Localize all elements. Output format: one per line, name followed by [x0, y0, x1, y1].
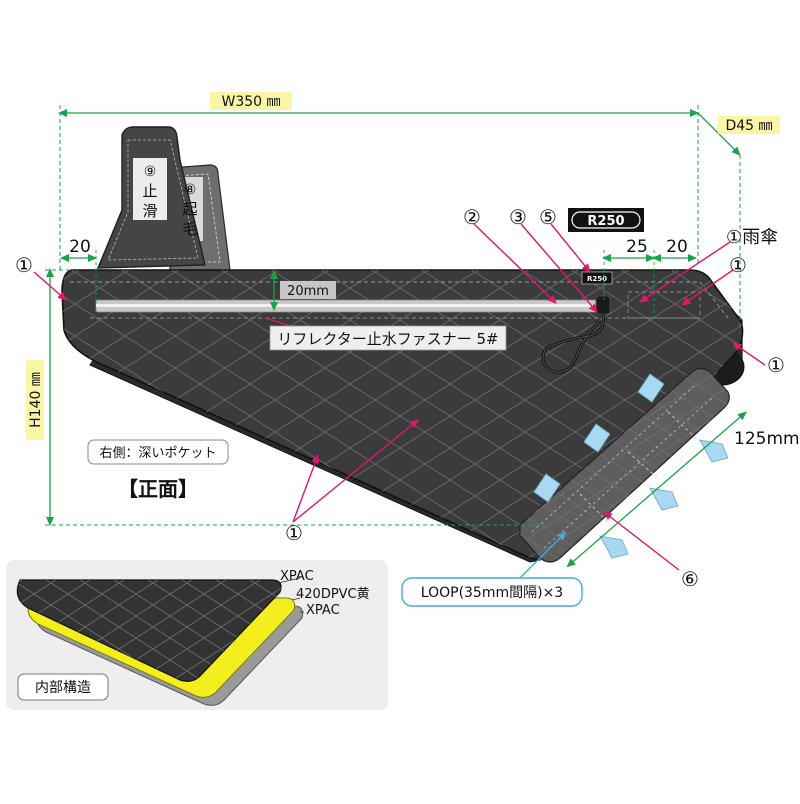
callout-6: ⑥	[681, 567, 699, 591]
inner-structure-label: 内部構造	[17, 673, 109, 701]
dimension-lines	[45, 105, 747, 568]
brand-logo: R250	[568, 208, 644, 232]
svg-text:20mm: 20mm	[287, 284, 329, 299]
brand-tag-small: R250	[581, 271, 613, 285]
callout-2: ②	[463, 205, 481, 229]
svg-text:W350 ㎜: W350 ㎜	[221, 94, 280, 110]
zipper-label: リフレクター止水ファスナー 5#	[269, 325, 507, 351]
layer-label-pvc: 420DPVC黄	[296, 587, 370, 602]
dimension-label-height: H140 ㎜	[26, 360, 44, 440]
tab9-char-1: 止	[142, 182, 157, 200]
dimension-label-depth: D45 ㎜	[718, 116, 780, 134]
callout-arrows	[33, 223, 766, 571]
svg-text:右側：深いポケット: 右側：深いポケット	[99, 446, 216, 461]
dimension-label-loop-length: 125mm	[734, 429, 800, 449]
svg-text:リフレクター止水ファスナー 5#: リフレクター止水ファスナー 5#	[277, 330, 498, 348]
callout-1-bottom: ①	[285, 521, 303, 545]
callout-3: ③	[509, 205, 527, 229]
layer-label-xpac-inner: XPAC	[306, 603, 340, 618]
layer-label-xpac-outer: XPAC	[280, 569, 314, 584]
svg-text:内部構造: 内部構造	[35, 680, 91, 696]
callout-1-left: ①	[15, 253, 33, 277]
tab8-char-2: 毛	[182, 220, 197, 238]
svg-text:R250: R250	[587, 214, 624, 229]
loop-label: LOOP(35mm間隔)×3	[401, 577, 583, 607]
reflector-zipper	[95, 299, 605, 313]
inner-structure-panel	[6, 560, 388, 710]
right-pocket-label: 右側：深いポケット	[87, 439, 229, 465]
callout-1-umbrella: ①雨傘	[726, 227, 778, 248]
dimension-label-20-left: 20	[69, 237, 91, 257]
svg-text:H140 ㎜: H140 ㎜	[28, 372, 44, 428]
svg-text:D45 ㎜: D45 ㎜	[725, 118, 772, 134]
dimension-label-zipper-height: 20mm	[280, 281, 336, 299]
loop-label-arrow	[519, 531, 567, 579]
tab-9-nonslip	[96, 126, 206, 269]
tab9-number: ⑨	[144, 164, 157, 180]
callout-1-right: ①	[729, 253, 747, 277]
dimension-label-25-right: 25	[626, 237, 648, 257]
tab9-char-2: 滑	[142, 202, 157, 220]
svg-text:R250: R250	[587, 275, 607, 283]
callout-5: ⑤	[539, 205, 557, 229]
svg-text:LOOP(35mm間隔)×3: LOOP(35mm間隔)×3	[421, 585, 563, 601]
dimension-label-20-right: 20	[666, 237, 688, 257]
dimension-label-width: W350 ㎜	[210, 92, 292, 110]
front-view-label: 【正面】	[118, 477, 198, 501]
callout-1-end: ①	[767, 353, 785, 377]
tab8-number: ⑧	[184, 182, 197, 198]
tab8-char-1: 起	[182, 200, 197, 218]
